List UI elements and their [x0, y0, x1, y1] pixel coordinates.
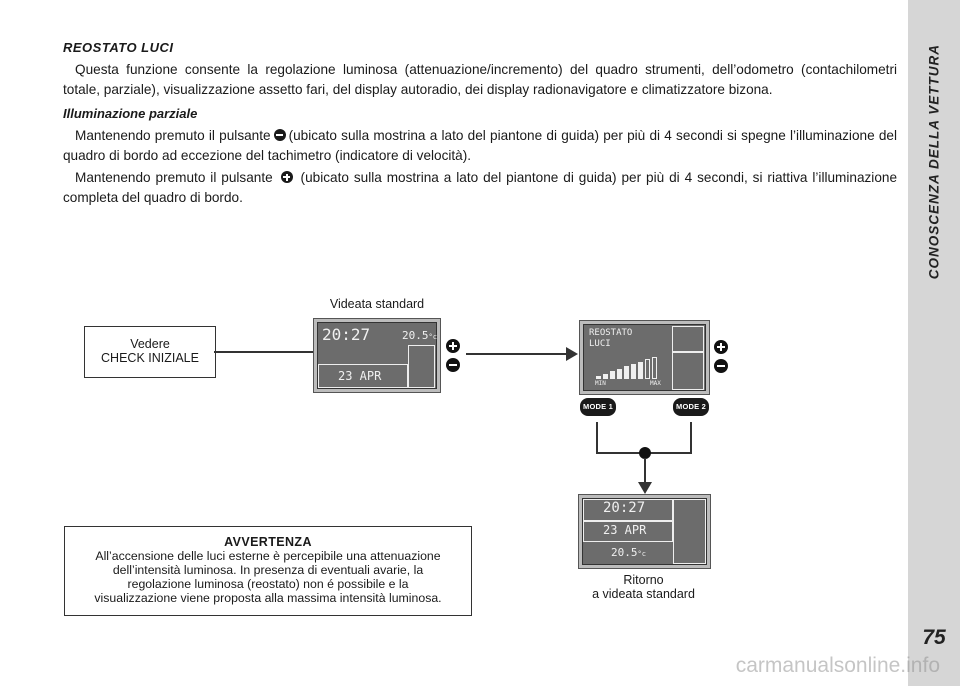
arrow-head: [566, 347, 578, 361]
rheostat-side-bottom: [672, 352, 704, 390]
fork-down-line: [644, 458, 646, 484]
rheostat-title-line2: LUCI: [589, 339, 611, 349]
return-caption-line2: a videata standard: [592, 587, 695, 601]
connector-line: [214, 351, 314, 353]
rheostat-min-label: MIN: [595, 380, 606, 387]
level-bar: [596, 376, 601, 379]
check-box-line1: Vedere: [130, 337, 170, 351]
fork-arrow-head: [638, 482, 652, 494]
level-bar: [638, 361, 643, 379]
return-temp-value: 20.5: [611, 546, 638, 559]
rheostat-display: REOSTATO LUCI MIN MAX: [579, 320, 710, 395]
level-bar: [624, 366, 629, 379]
return-cell-time: [583, 499, 673, 521]
return-cell-side: [673, 499, 706, 564]
intro-paragraph: Questa funzione consente la regolazione …: [63, 62, 897, 97]
page-number: 75: [922, 626, 946, 649]
minus-paragraph-start: Mantenendo premuto il pulsante: [75, 128, 271, 143]
plus-button-icon-1: [446, 339, 460, 353]
minus-button-paragraph: Mantenendo premuto il pulsante(ubicato s…: [63, 126, 897, 166]
warning-title: AVVERTENZA: [224, 535, 312, 549]
level-bar: [631, 364, 636, 379]
return-display: 20:27 23 APR 20.5°c: [578, 494, 711, 569]
fork-left-vertical: [596, 422, 598, 454]
watermark: carmanualsonline.info: [735, 654, 940, 677]
return-temperature: 20.5°c: [611, 546, 646, 559]
return-temp-unit: °c: [637, 550, 646, 558]
minus-button-icon-2: [714, 359, 728, 373]
plus-paragraph-start: Mantenendo premuto il pulsante: [75, 170, 273, 185]
level-bar: [645, 359, 650, 379]
return-date: 23 APR: [603, 523, 647, 537]
level-bar: [652, 356, 657, 379]
minus-button-icon: [273, 129, 286, 141]
fork-junction-dot: [639, 447, 651, 459]
standard-display-screen: 20:27 20.5°c 23 APR: [317, 322, 437, 389]
fork-right-vertical: [690, 422, 692, 454]
main-content: REOSTATO LUCI Questa funzione consente l…: [63, 38, 897, 210]
rheostat-title-line1: REOSTATO: [589, 328, 633, 338]
return-display-screen: 20:27 23 APR 20.5°c: [582, 498, 707, 565]
plus-button-icon: [280, 171, 293, 183]
check-box-line2: CHECK INIZIALE: [101, 351, 199, 365]
display-temperature: 20.5°c: [402, 329, 437, 342]
plus-paragraph-end: (ubicato sulla mostrina a lato del piant…: [63, 170, 898, 205]
plus-button-paragraph: Mantenendo premuto il pulsante (ubicato …: [63, 168, 897, 208]
section-title: CONOSCENZA DELLA VETTURA: [926, 44, 942, 280]
plus-button-icon-2: [714, 340, 728, 354]
return-caption: Ritorno a videata standard: [578, 573, 709, 601]
section-sidebar: CONOSCENZA DELLA VETTURA 75: [908, 0, 960, 686]
section-heading: REOSTATO LUCI: [63, 40, 174, 55]
level-bar: [617, 368, 622, 379]
display-date: 23 APR: [338, 369, 382, 383]
return-time: 20:27: [603, 500, 646, 516]
display-date-cell: [318, 364, 408, 388]
mode1-button: MODE 1: [580, 398, 616, 416]
level-bar: [610, 371, 615, 379]
check-initial-box: Vedere CHECK INIZIALE: [84, 326, 216, 378]
display-temp-value: 20.5: [402, 329, 429, 342]
display-side-cell: [408, 345, 435, 388]
display-time: 20:27: [322, 325, 371, 344]
rheostat-level-bars: [596, 355, 666, 379]
standard-screen-caption: Videata standard: [329, 297, 425, 311]
rheostat-side-top: [672, 326, 704, 352]
standard-display: 20:27 20.5°c 23 APR: [313, 318, 441, 393]
return-cell-date: [583, 521, 673, 542]
return-caption-line1: Ritorno: [623, 573, 664, 587]
warning-body: All’accensione delle luci esterne è perc…: [94, 549, 442, 605]
arrow-line: [466, 353, 570, 355]
rheostat-max-label: MAX: [650, 380, 661, 387]
minus-paragraph-end: (ubicato sulla mostrina a lato del piant…: [63, 128, 897, 163]
level-bar: [603, 373, 608, 379]
subheading: Illuminazione parziale: [63, 106, 198, 121]
warning-box: AVVERTENZA All’accensione delle luci est…: [64, 526, 472, 616]
rheostat-display-screen: REOSTATO LUCI MIN MAX: [583, 324, 706, 391]
mode2-button: MODE 2: [673, 398, 709, 416]
display-temp-unit: °c: [428, 333, 437, 341]
minus-button-icon-1: [446, 358, 460, 372]
